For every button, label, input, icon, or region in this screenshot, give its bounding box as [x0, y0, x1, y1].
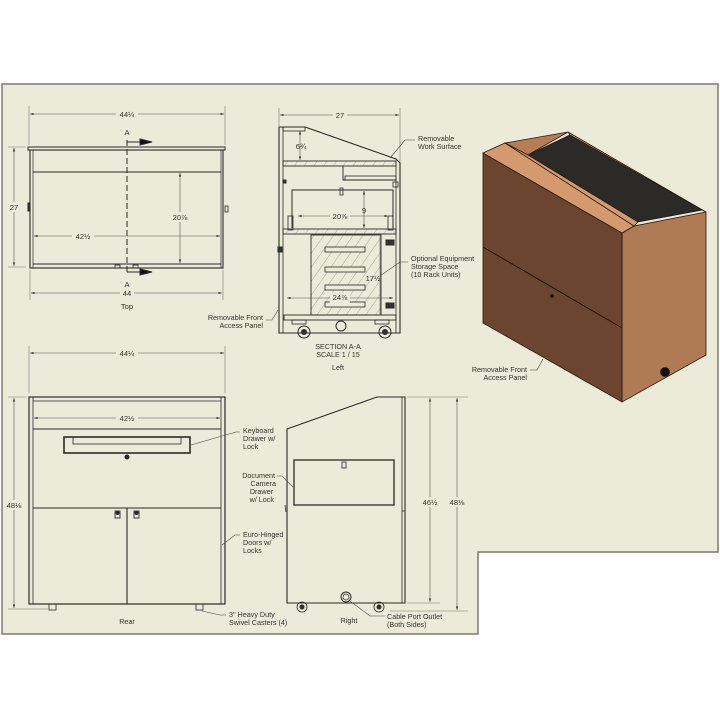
dim-top-width-44: 44 — [123, 289, 131, 298]
callout-cable-line1: Cable Port Outlet — [387, 612, 442, 621]
callout-iso-access-panel-line2: Access Panel — [483, 373, 527, 382]
dim-right-overall-height: 48⅛ — [450, 498, 465, 507]
section-marker-bottom: A — [124, 280, 130, 289]
callout-doors-line1: Euro-Hinged — [243, 530, 283, 539]
section-title: SECTION A-A — [315, 342, 361, 351]
isometric-view — [482, 131, 707, 403]
callout-keyboard-line2: Drawer w/ — [243, 434, 275, 443]
dim-top-inner-width: 42½ — [76, 232, 91, 241]
dim-top-width-44-1-4: 44¼ — [120, 110, 135, 119]
callout-doc-cam-line3: Drawer — [250, 487, 274, 496]
dim-top-inner-depth: 20⅞ — [173, 213, 188, 222]
isometric-labels: Removable Front Access Panel — [472, 365, 528, 382]
callout-storage-line1: Optional Equipment — [411, 254, 474, 263]
right-view — [277, 396, 468, 617]
callout-access-panel-line2: Access Panel — [219, 321, 263, 330]
dim-right-body-height: 46½ — [423, 498, 438, 507]
right-view-title: Right — [341, 616, 358, 625]
top-view-labels: 44¼ A A 27 20⅞ 42½ 44 Top — [7, 109, 192, 311]
dim-rear-width: 44¼ — [120, 349, 135, 358]
top-view-title: Top — [121, 302, 133, 311]
callout-iso-access-panel-line1: Removable Front — [472, 365, 527, 374]
callout-doors-line3: Locks — [243, 546, 262, 555]
dim-top-clearance: 6¾ — [296, 142, 307, 151]
dim-top-depth-27: 27 — [10, 203, 18, 212]
left-view-title: Left — [332, 363, 344, 372]
rear-view-labels: 44¼ 42½ 48⅛ Keyboard Drawer w/ Lock Euro… — [5, 348, 287, 627]
callout-keyboard-line1: Keyboard — [243, 426, 274, 435]
callout-casters-line2: Swivel Casters (4) — [229, 618, 287, 627]
callout-storage-line3: (10 Rack Units) — [411, 270, 461, 279]
callout-work-surface-line1: Removable — [418, 134, 454, 143]
dim-rear-height: 48⅛ — [7, 501, 22, 510]
dim-rear-inner-width: 42½ — [120, 414, 135, 423]
dim-section-depth: 27 — [336, 111, 344, 120]
callout-doc-cam-line1: Document — [242, 471, 275, 480]
callout-doc-cam-line4: w/ Lock — [249, 495, 275, 504]
callout-doors-line2: Doors w/ — [243, 538, 271, 547]
callout-casters-line1: 3" Heavy Duty — [229, 610, 275, 619]
section-scale: SCALE 1 / 15 — [316, 350, 360, 359]
callout-keyboard-line3: Lock — [243, 442, 259, 451]
dim-rack-depth: 24⅞ — [333, 293, 348, 302]
callout-work-surface-line2: Work Surface — [418, 142, 461, 151]
rear-view — [8, 346, 240, 616]
section-view-labels: 27 6¾ 20⅞ 9 17½ 24⅞ Removable Work Surfa… — [208, 110, 474, 372]
callout-cable-line2: (Both Sides) — [387, 620, 427, 629]
callout-storage-line2: Storage Space — [411, 262, 459, 271]
rear-view-title: Rear — [119, 617, 135, 626]
dim-drawer-height: 9 — [362, 206, 366, 215]
dim-drawer-width: 20⅞ — [333, 212, 348, 221]
section-marker-top: A — [124, 128, 130, 137]
right-view-labels: 46½ 48⅛ Document Camera Drawer w/ Lock C… — [242, 471, 466, 629]
callout-doc-cam-line2: Camera — [250, 479, 276, 488]
callout-access-panel-line1: Removable Front — [208, 313, 263, 322]
dim-rack-height: 17½ — [366, 274, 381, 283]
